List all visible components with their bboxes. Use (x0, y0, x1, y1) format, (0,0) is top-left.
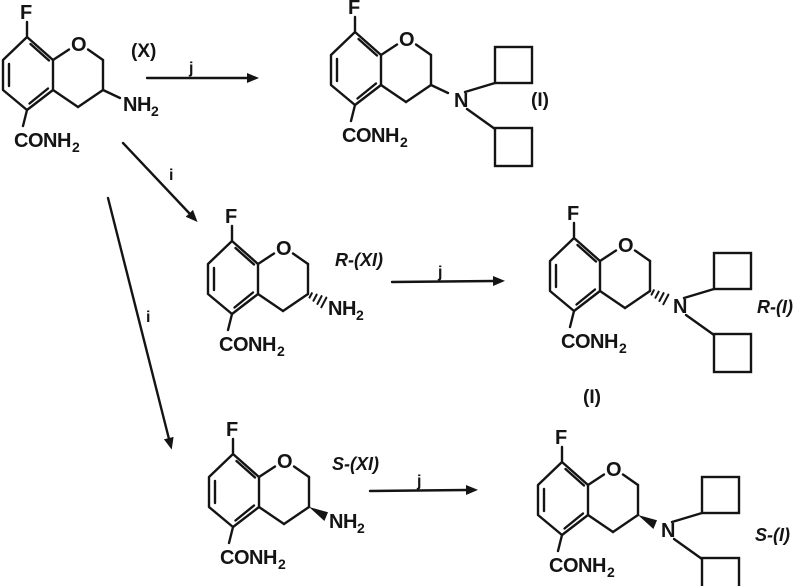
step-label-j-top: j (188, 60, 193, 77)
arrow-j-bottom (368, 485, 478, 496)
c3-hashed-stereo-bond (308, 292, 328, 309)
compound-label-x: (X) (131, 41, 156, 62)
step-label-i-lower: i (146, 309, 150, 326)
structure-r-xi (206, 204, 364, 361)
structure-s-xi (207, 417, 365, 574)
compound-label-r-i: R-(I) (757, 297, 793, 317)
compound-label-s-i: S-(I) (755, 525, 790, 545)
step-label-i-upper: i (169, 167, 173, 184)
chromane-core (329, 0, 433, 152)
structure-racemic-product-i (329, 0, 534, 168)
step-label-j-bottom: j (416, 473, 421, 490)
chromane-core (536, 425, 640, 582)
c3-bold-stereo-bond (309, 507, 328, 521)
c3-bold-stereo-bond (638, 515, 657, 529)
amine-group (123, 94, 159, 119)
structure-s-i (536, 425, 741, 586)
chromane-core (1, 0, 105, 157)
chromane-core (206, 204, 310, 361)
arrow-j-middle (390, 276, 505, 287)
dicyclobutylamino-group (671, 251, 753, 374)
step-label-j-middle: j (437, 264, 442, 281)
c3-amine-bond (429, 83, 450, 95)
compound-label-i-under-r: (I) (583, 387, 601, 408)
c3-amine-bond (101, 88, 122, 100)
compound-label-s-xi: S-(XI) (332, 454, 379, 474)
arrow-i-lower (106, 196, 174, 450)
dicyclobutylamino-group (452, 45, 534, 168)
arrow-i-upper (121, 141, 198, 223)
compound-label-i: (I) (531, 90, 549, 111)
chromane-core (207, 417, 311, 574)
amine-group (328, 298, 364, 323)
structure-r-i (548, 201, 753, 374)
amine-group (329, 511, 365, 536)
dicyclobutylamino-group (659, 475, 741, 586)
chromane-core (548, 201, 652, 358)
structure-racemic-amine-x (1, 0, 159, 157)
c3-hashed-stereo-bond (650, 289, 670, 306)
compound-label-r-xi: R-(XI) (335, 250, 383, 270)
